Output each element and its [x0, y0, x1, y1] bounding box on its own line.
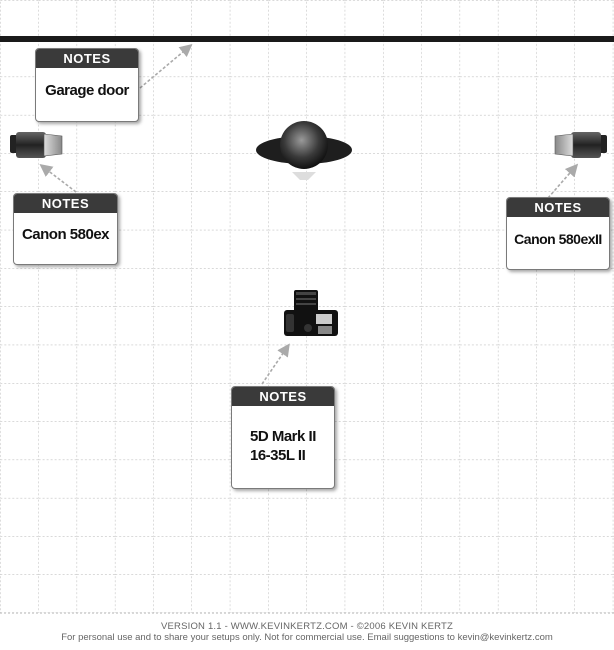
note-text: Garage door	[45, 82, 129, 99]
note-header: NOTES	[507, 198, 609, 217]
note-header: NOTES	[14, 194, 117, 213]
note-text: Canon 580exII	[514, 231, 602, 247]
footer-usage: For personal use and to share your setup…	[61, 632, 553, 643]
camera-icon[interactable]	[284, 290, 338, 336]
note-header: NOTES	[36, 49, 138, 68]
note-left-flash[interactable]: NOTES Canon 580ex	[13, 193, 118, 265]
note-header: NOTES	[232, 387, 334, 406]
note-camera[interactable]: NOTES 5D Mark II 16-35L II	[231, 386, 335, 489]
note-right-flash[interactable]: NOTES Canon 580exII	[506, 197, 610, 270]
flash-icon[interactable]	[10, 132, 63, 158]
note-text-line1: 5D Mark II	[250, 428, 316, 445]
note-garage-door[interactable]: NOTES Garage door	[35, 48, 139, 122]
subject-icon[interactable]	[256, 121, 352, 180]
garage-door-wall	[0, 36, 614, 42]
flash-icon[interactable]	[554, 132, 607, 158]
note-text-line2: 16-35L II	[250, 447, 306, 464]
note-text: Canon 580ex	[21, 226, 110, 243]
footer-version: VERSION 1.1 - WWW.KEVINKERTZ.COM - ©2006…	[160, 621, 454, 632]
note-arrows	[39, 43, 579, 385]
